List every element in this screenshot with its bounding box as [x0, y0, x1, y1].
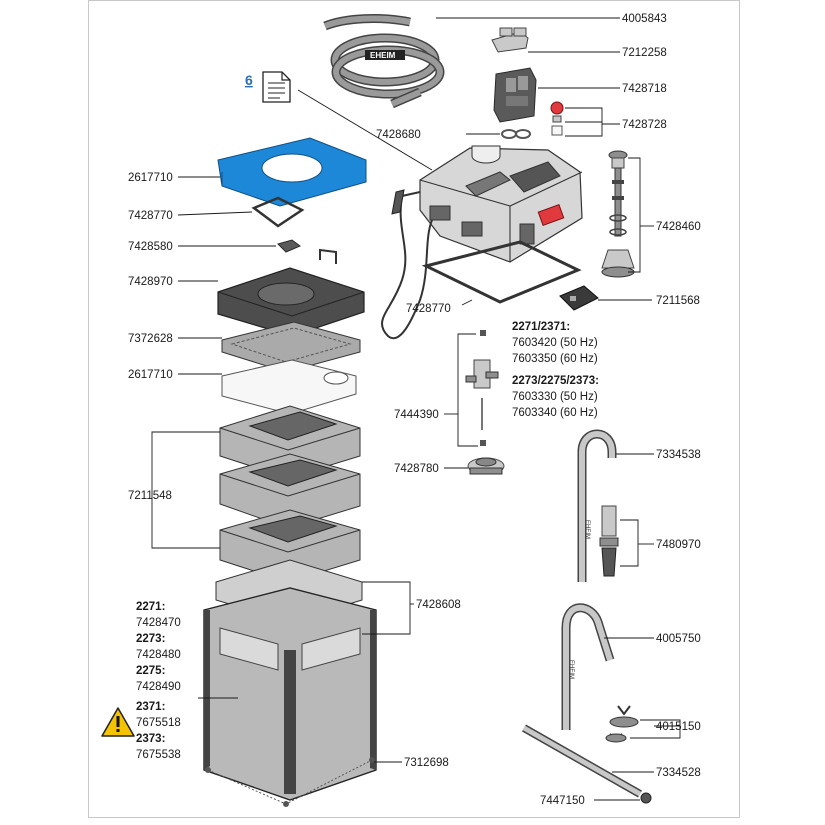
canister-model-3: 2275:: [136, 665, 165, 677]
part-number-bracket: 7211568: [656, 295, 700, 307]
power-cord: [381, 191, 433, 340]
red-button: [537, 204, 565, 226]
canister-part-2: 7428480: [136, 649, 181, 661]
top-gasket: [251, 196, 305, 228]
impeller-group2-item2: 7603340 (60 Hz): [512, 407, 598, 419]
part-number-pump-head-gasket: 7428770: [406, 303, 451, 315]
canister-model-2: 2273:: [136, 633, 165, 645]
canister-feet: [205, 757, 375, 807]
canister-part-4: 7675518: [136, 717, 181, 729]
outlet-pipe: EHEIM: [561, 603, 615, 730]
intake-tube-set: [601, 150, 635, 278]
canister-part-5: 7675538: [136, 749, 181, 761]
part-number-baskets: 7211548: [128, 490, 172, 502]
part-number-clip: 7428580: [128, 241, 173, 253]
part-number-adapter-valve: 7428718: [622, 83, 667, 95]
clip: [277, 239, 301, 253]
canister-part-1: 7428470: [136, 617, 181, 629]
part-number-blue-pad: 2617710: [128, 172, 173, 184]
part-number-intake-tube-set: 7428460: [656, 221, 701, 233]
part-number-feet: 7312698: [404, 757, 449, 769]
hose-brand-text: EHEIM: [370, 51, 396, 60]
canister-model-list: 2271: 7428470 2273: 7428480 2275: 742849…: [136, 601, 181, 761]
spray-bar: [522, 724, 642, 798]
canister-part-3: 7428490: [136, 681, 181, 693]
part-number-suction-cups: 4015150: [656, 721, 701, 733]
blue-filter-pad: [217, 137, 367, 207]
o-rings: [501, 129, 531, 139]
document-link[interactable]: 6: [245, 72, 253, 88]
pump-head-gasket: [421, 240, 582, 304]
canister: [203, 559, 377, 801]
adapter-valve: [493, 67, 537, 123]
filter-basket-3: [219, 509, 361, 583]
part-number-outlet-pipe: 4005750: [656, 633, 701, 645]
adapter-clip: [491, 27, 529, 53]
part-number-spray-bar: 7334528: [656, 767, 701, 779]
valve-parts: [550, 101, 564, 136]
part-number-valve-parts: 7428728: [622, 119, 667, 131]
strainer: [599, 505, 619, 577]
grid-plate: [221, 321, 361, 373]
canister-model-5: 2373:: [136, 733, 165, 745]
part-number-prefilter-basket: 7428970: [128, 276, 173, 288]
impeller-group1-item2: 7603350 (60 Hz): [512, 353, 598, 365]
document-icon: [262, 71, 291, 103]
intake-pipe-brand: EHEIM: [584, 520, 590, 539]
hose-coil: EHEIM: [323, 14, 445, 109]
impeller-assembly: [465, 330, 499, 446]
end-cap: [640, 792, 652, 804]
impeller-cover: [467, 457, 505, 475]
filter-basket-1: [219, 405, 361, 479]
part-number-grid-plate: 7372628: [128, 333, 173, 345]
canister-model-1: 2271:: [136, 601, 165, 613]
part-number-end-cap: 7447150: [540, 795, 585, 807]
warning-icon: [101, 707, 135, 737]
part-number-o-rings: 7428680: [376, 129, 421, 141]
part-number-adapter-clip: 7212258: [622, 47, 667, 59]
pump-head: [419, 145, 583, 263]
hose-brand-band: [365, 50, 405, 60]
part-number-top-gasket: 7428770: [128, 210, 173, 222]
suction-cups: [605, 705, 639, 743]
part-number-intake-pipe: 7334538: [656, 449, 701, 461]
filter-basket-2: [219, 453, 361, 529]
impeller-group2-item1: 7603330 (50 Hz): [512, 391, 598, 403]
part-number-white-pad: 2617710: [128, 369, 173, 381]
impeller-part-list: 2271/2371: 7603420 (50 Hz) 7603350 (60 H…: [512, 321, 599, 419]
part-number-hose: 4005843: [622, 13, 667, 25]
intake-pipe: EHEIM: [577, 429, 617, 582]
impeller-group1-label: 2271/2371:: [512, 321, 570, 333]
part-number-strainer: 7480970: [656, 539, 701, 551]
impeller-group1-item1: 7603420 (50 Hz): [512, 337, 598, 349]
white-filter-pad: [221, 359, 357, 415]
bracket: [559, 285, 599, 311]
part-number-impeller-shaft: 7444390: [394, 409, 439, 421]
diagram-frame: [88, 0, 740, 818]
part-number-canister-frame: 7428608: [416, 599, 461, 611]
prefilter-basket: [217, 248, 365, 337]
part-number-impeller-cover: 7428780: [394, 463, 439, 475]
outlet-pipe-brand: EHEIM: [568, 660, 574, 679]
impeller-group2-label: 2273/2275/2373:: [512, 375, 599, 387]
canister-model-4: 2371:: [136, 701, 165, 713]
